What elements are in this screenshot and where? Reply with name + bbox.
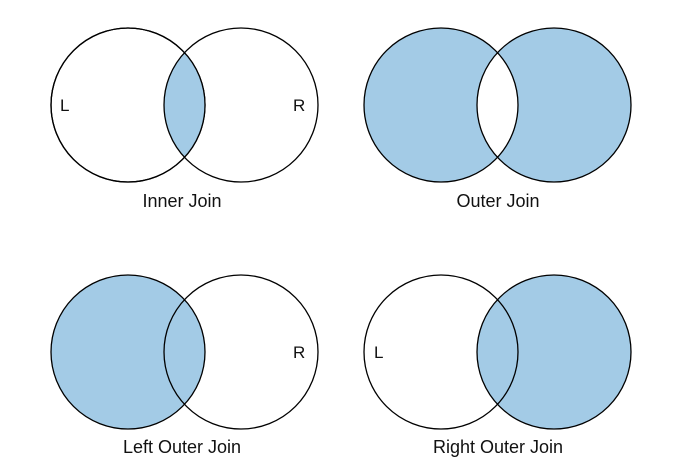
left-outer-join-left-circle bbox=[51, 275, 205, 429]
right-outer-join-right-circle bbox=[477, 275, 631, 429]
left-outer-join-right-label: R bbox=[293, 343, 305, 362]
outer-join-left-circle bbox=[364, 28, 518, 182]
right-outer-join-caption: Right Outer Join bbox=[433, 437, 563, 457]
right-outer-join-left-circle bbox=[363, 274, 519, 430]
right-outer-join-left-label: L bbox=[374, 343, 383, 362]
outer-join-diagram: Outer Join bbox=[363, 27, 632, 211]
inner-join-diagram: L R Inner Join bbox=[50, 27, 319, 211]
left-outer-join-diagram: R Left Outer Join bbox=[50, 274, 319, 457]
left-outer-join-right-circle bbox=[163, 274, 319, 430]
outer-join-caption: Outer Join bbox=[456, 191, 539, 211]
left-outer-join-caption: Left Outer Join bbox=[123, 437, 241, 457]
inner-join-caption: Inner Join bbox=[142, 191, 221, 211]
inner-join-right-label: R bbox=[293, 96, 305, 115]
inner-join-right-circle bbox=[163, 27, 319, 183]
right-outer-join-diagram: L Right Outer Join bbox=[363, 274, 632, 457]
inner-join-left-label: L bbox=[60, 96, 69, 115]
outer-join-right-circle bbox=[477, 28, 631, 182]
